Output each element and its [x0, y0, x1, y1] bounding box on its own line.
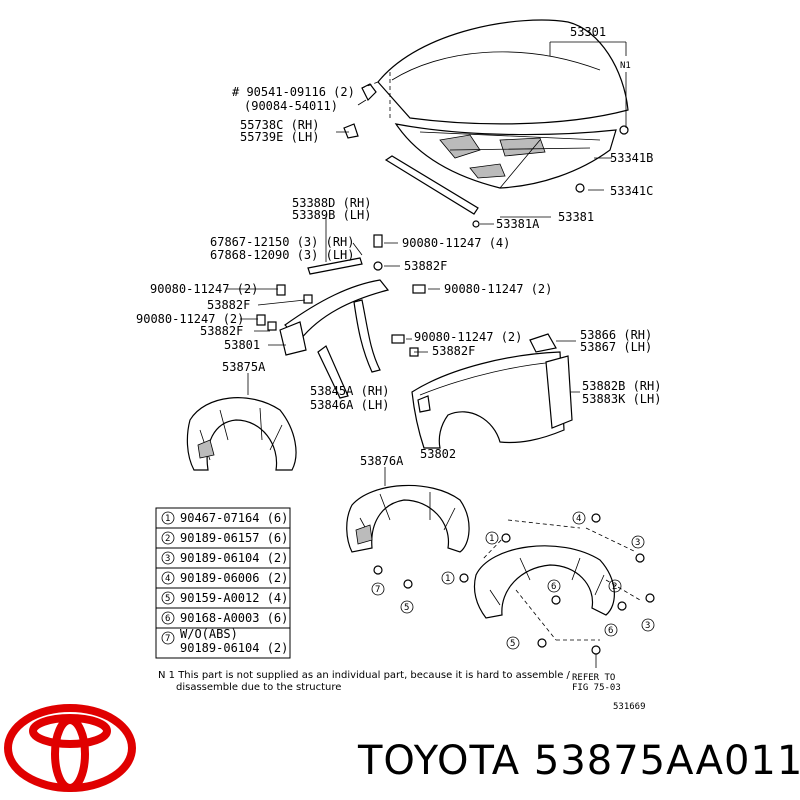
label-90080-4: 90080-11247 (4)	[402, 236, 510, 250]
label-53389b: 53389B (LH)	[292, 208, 371, 222]
fastener-number-circle	[161, 531, 175, 545]
fastener-row: 3 90189-06104 (2)	[156, 547, 290, 565]
fender-side-seal	[545, 355, 573, 429]
fastener-number: 7	[165, 634, 170, 644]
svg-text:3: 3	[645, 621, 650, 631]
label-53875a: 53875A	[222, 360, 266, 374]
bolts-left	[256, 234, 426, 357]
fastener-number-circle	[161, 611, 175, 625]
label-90084: (90084-54011)	[244, 99, 338, 113]
hood-cushion-clips	[472, 125, 629, 228]
hood-bumper-cushion	[343, 83, 377, 139]
label-53866: 53866 (RH)	[580, 328, 652, 342]
svg-text:1: 1	[489, 534, 494, 544]
hood-panel	[377, 19, 629, 189]
label-53882b: 53882B (RH)	[582, 379, 661, 393]
hood-seal-strip	[384, 155, 479, 215]
label-90080-2b: 90080-11247 (2)	[444, 282, 552, 296]
fastener-number: 4	[165, 574, 170, 584]
fastener-row: 4 90189-06006 (2)	[156, 567, 290, 585]
toyota-logo	[4, 704, 136, 792]
label-53801: 53801	[224, 338, 260, 352]
fastener-callouts: 1 4 3 7 5 1 6 2 3 6 5	[371, 511, 655, 655]
label-53381a: 53381A	[496, 217, 540, 231]
label-90080-2c: 90080-11247 (2)	[136, 312, 244, 326]
fastener-table: 1 90467-07164 (6) 2 90189-06157 (6) 3 90189-0…	[155, 507, 291, 659]
front-fender-liner-rh	[186, 397, 297, 471]
fastener-code: 90467-07164 (6)	[180, 511, 288, 525]
front-fender-panel	[411, 351, 565, 449]
svg-text:6: 6	[551, 582, 556, 592]
label-53846a: 53846A (LH)	[310, 398, 389, 412]
fastener-number-circle	[161, 551, 175, 565]
svg-text:4: 4	[576, 514, 581, 524]
label-53882f-d: 53882F	[432, 344, 475, 358]
fastener-number: 2	[165, 534, 170, 544]
svg-text:5: 5	[510, 639, 515, 649]
svg-text:5: 5	[404, 603, 409, 613]
label-fig: FIG 75-03	[572, 683, 621, 693]
fastener-code: 90159-A0012 (4)	[180, 591, 288, 605]
label-90080-2a: 90080-11247 (2)	[150, 282, 258, 296]
svg-text:7: 7	[375, 585, 380, 595]
label-53845a: 53845A (RH)	[310, 384, 389, 398]
label-53381: 53381	[558, 210, 594, 224]
label-53802: 53802	[420, 447, 456, 461]
fastener-row: 1 90467-07164 (6)	[161, 511, 288, 525]
fastener-number: 3	[165, 554, 170, 564]
fastener-code: 90168-A0003 (6)	[180, 611, 288, 625]
fastener-code: 90189-06104 (2)	[180, 641, 288, 655]
label-53882f-b: 53882F	[207, 298, 250, 312]
figure-number: 531669	[613, 702, 646, 712]
label-53882f-a: 53882F	[404, 259, 447, 273]
fender-liner-exploded	[473, 545, 615, 619]
logo-vertical-ring	[51, 716, 89, 792]
fastener-number: 6	[165, 614, 170, 624]
fender-seal-strip	[317, 345, 349, 399]
fastener-condition: W/O(ABS)	[180, 627, 238, 641]
svg-text:3: 3	[635, 538, 640, 548]
svg-text:2: 2	[612, 582, 617, 592]
front-fender-liner-lh	[346, 484, 470, 553]
fastener-number-circle	[161, 511, 175, 525]
label-53883k: 53883K (LH)	[582, 392, 661, 406]
svg-text:1: 1	[445, 574, 450, 584]
label-refer: REFER TO	[572, 673, 615, 683]
label-55738c: 55738C (RH)	[240, 118, 319, 132]
fastener-number: 5	[165, 594, 170, 604]
label-67867: 67867-12150 (3) (RH)	[210, 235, 355, 249]
fastener-number: 1	[165, 514, 170, 524]
label-53388d: 53388D (RH)	[292, 196, 371, 210]
front-fender-bracket	[279, 279, 390, 373]
fastener-number-circle	[161, 631, 175, 645]
label-53341c: 53341C	[610, 184, 653, 198]
fastener-code: 90189-06104 (2)	[180, 551, 288, 565]
fastener-number-circle	[161, 571, 175, 585]
fastener-code: 90189-06006 (2)	[180, 571, 288, 585]
label-53301: 53301	[570, 25, 606, 39]
fender-protector-seal	[307, 257, 363, 275]
label-55739e: 55739E (LH)	[240, 130, 319, 144]
label-67868: 67868-12090 (3) (LH)	[210, 248, 355, 262]
note-line-2: disassemble due to the structure	[176, 682, 341, 693]
label-90080-2d: 90080-11247 (2)	[414, 330, 522, 344]
note-line-1: N 1 This part is not supplied as an indi…	[158, 670, 571, 681]
label-53876a: 53876A	[360, 454, 404, 468]
fastener-row: 5 90159-A0012 (4)	[156, 587, 290, 605]
fastener-code: 90189-06157 (6)	[180, 531, 288, 545]
label-90541: # 90541-09116 (2)	[232, 85, 355, 99]
fender-liner-bracket	[529, 333, 557, 353]
label-53867: 53867 (LH)	[580, 340, 652, 354]
brand-part-number: TOYOTA 53875AA011	[358, 738, 800, 784]
fastener-number-circle	[161, 591, 175, 605]
svg-text:6: 6	[608, 626, 613, 636]
label-n1: N1	[620, 61, 631, 71]
fastener-row: 7 W/O(ABS)90189-06104 (2)	[156, 627, 290, 655]
label-53341b: 53341B	[610, 151, 653, 165]
fastener-row: 6 90168-A0003 (6)	[156, 607, 290, 625]
label-53882f-c: 53882F	[200, 324, 243, 338]
fastener-row: 2 90189-06157 (6)	[156, 527, 290, 545]
